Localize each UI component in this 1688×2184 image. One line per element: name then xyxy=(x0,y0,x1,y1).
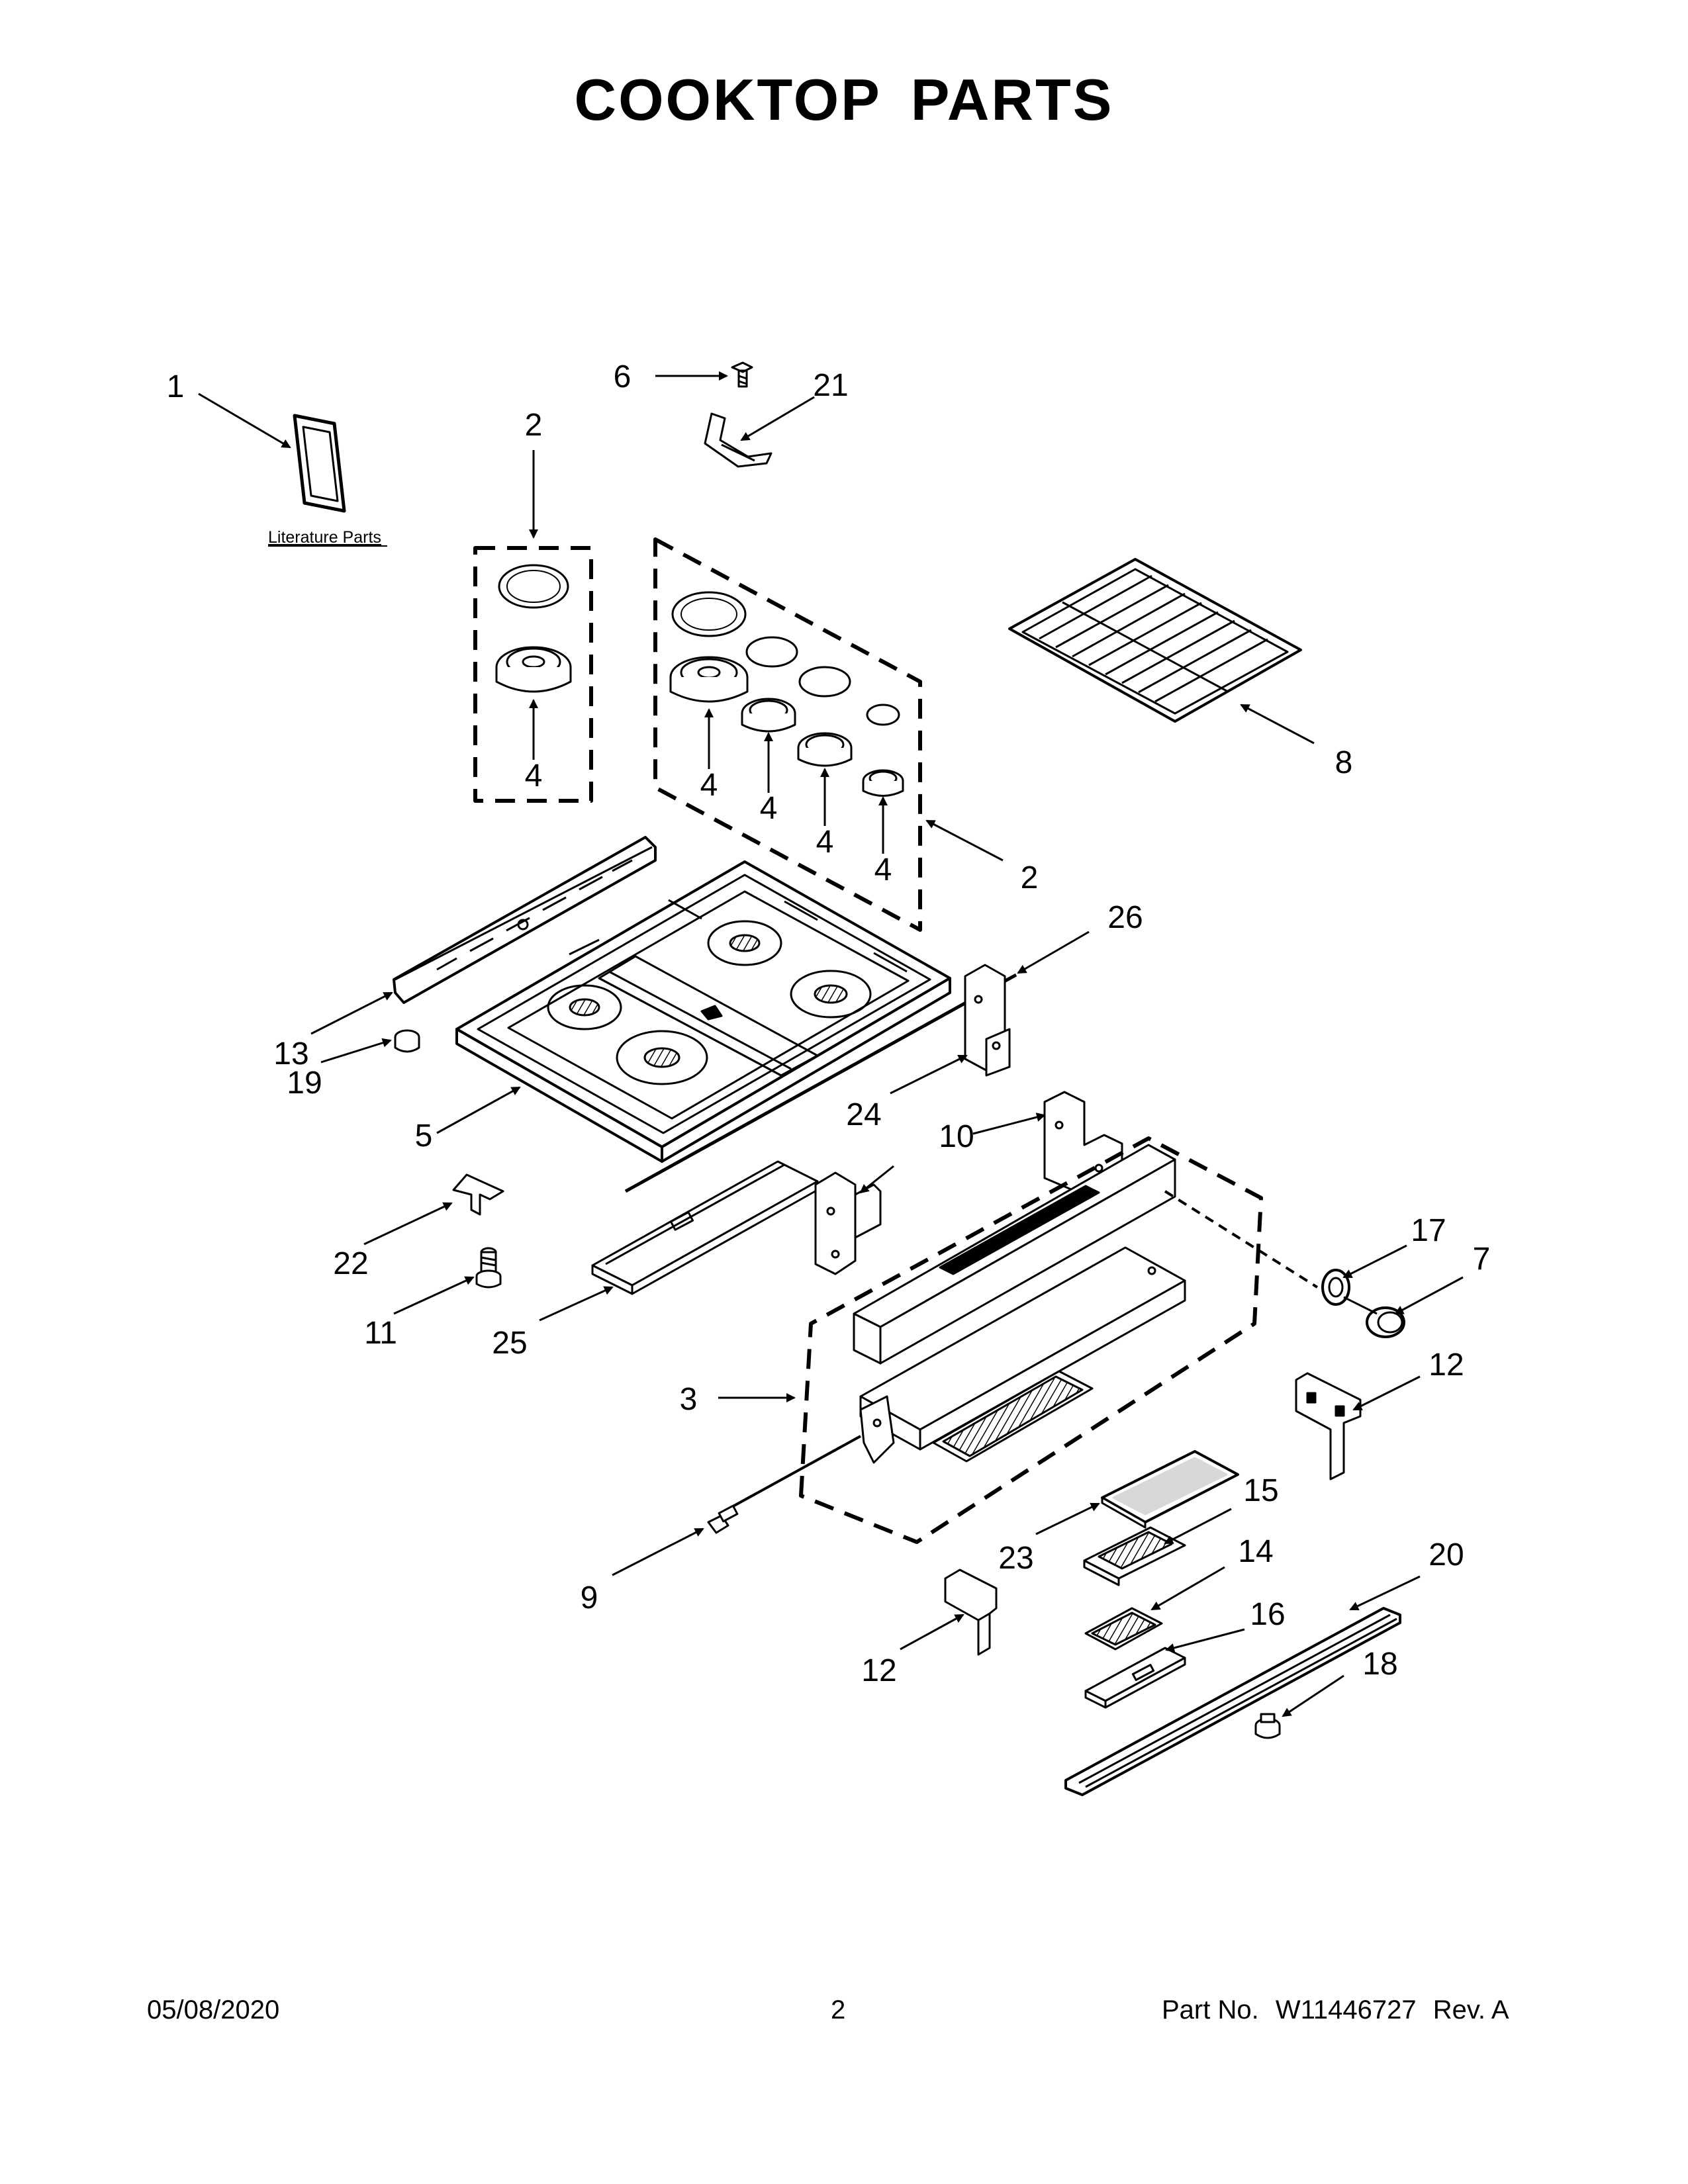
callout-13: 13 xyxy=(273,1036,308,1071)
leader-arrow xyxy=(1165,1628,1245,1653)
lens-part xyxy=(1101,1450,1239,1529)
callout-14: 14 xyxy=(1238,1534,1273,1569)
rail-part xyxy=(393,836,657,1004)
leader-arrow xyxy=(1342,1244,1407,1279)
callout-19: 19 xyxy=(287,1066,322,1101)
callout-10-a: 10 xyxy=(939,1119,974,1154)
leader-arrow xyxy=(740,396,815,441)
tray-part xyxy=(591,1160,819,1295)
end-cap-part-12-lower xyxy=(944,1569,998,1656)
callout-20: 20 xyxy=(1429,1537,1464,1572)
callout-12-lower: 12 xyxy=(861,1653,896,1688)
literature-parts-label: Literature Parts xyxy=(268,528,381,547)
footer-date: 05/08/2020 xyxy=(147,1995,280,2025)
leader-arrow xyxy=(198,392,291,449)
callout-11: 11 xyxy=(364,1316,397,1351)
leader-arrow xyxy=(859,1165,894,1194)
leader-arrow xyxy=(393,1276,475,1315)
leader-arrow xyxy=(900,1614,964,1651)
footer-part-number: Part No. W11446727 Rev. A xyxy=(1162,1995,1519,2025)
callout-2-multi: 2 xyxy=(1021,860,1039,895)
callout-4-d: 4 xyxy=(874,852,892,887)
screw-part xyxy=(731,361,753,388)
callout-8: 8 xyxy=(1335,745,1353,780)
callout-6: 6 xyxy=(614,359,632,394)
callout-4-c: 4 xyxy=(816,825,834,860)
leader-arrow xyxy=(1240,704,1315,745)
callout-4-single: 4 xyxy=(525,758,543,794)
leader-arrow xyxy=(1035,1502,1100,1535)
bracket-part-21 xyxy=(704,412,773,468)
callout-17: 17 xyxy=(1411,1213,1446,1248)
callout-2-single: 2 xyxy=(525,408,543,443)
control-panel-assembly xyxy=(727,1136,1319,1544)
screw-part-9 xyxy=(707,1504,739,1534)
knob-part xyxy=(1343,1296,1405,1338)
knob-bezel-part xyxy=(1321,1269,1350,1306)
callout-25: 25 xyxy=(492,1326,527,1361)
trim-rail-part xyxy=(1064,1607,1401,1796)
footer-page-number: 2 xyxy=(831,1995,846,2025)
page-title: COOKTOP PARTS xyxy=(574,67,1114,132)
leader-arrow xyxy=(1394,1276,1464,1315)
leader-arrow xyxy=(1150,1566,1225,1611)
callout-4-b: 4 xyxy=(760,791,778,826)
multi-burner-group xyxy=(653,537,922,932)
callout-22: 22 xyxy=(333,1246,368,1281)
single-burner-group xyxy=(473,546,593,803)
leveling-leg-part xyxy=(475,1247,502,1289)
bracket-part-24 xyxy=(964,964,1011,1077)
cooktop-main-top xyxy=(455,860,951,1163)
display-board-part xyxy=(1083,1526,1186,1586)
callout-12-right: 12 xyxy=(1429,1347,1464,1383)
callout-16: 16 xyxy=(1250,1597,1285,1632)
callout-18: 18 xyxy=(1362,1647,1397,1682)
grate-part xyxy=(1008,558,1302,723)
circuit-board-part xyxy=(1084,1607,1163,1651)
bracket-part-10-lower xyxy=(814,1171,882,1275)
callout-1: 1 xyxy=(167,369,185,404)
part-number-label: Part No. xyxy=(1162,1995,1259,2025)
clip-part xyxy=(1254,1713,1281,1739)
leader-arrow xyxy=(972,1113,1046,1135)
leader-arrow xyxy=(612,1527,704,1576)
bracket-part-22 xyxy=(452,1173,504,1216)
leader-arrow xyxy=(1017,931,1090,974)
callout-7: 7 xyxy=(1473,1242,1491,1277)
literature-booklet xyxy=(293,414,346,513)
leader-arrow xyxy=(1282,1674,1344,1717)
leader-arrow xyxy=(890,1054,968,1095)
callout-3: 3 xyxy=(680,1382,698,1417)
leader-arrow xyxy=(1349,1575,1421,1611)
leader-arrow xyxy=(925,819,1004,862)
bracket-plate-part xyxy=(1084,1647,1186,1709)
callout-24: 24 xyxy=(846,1097,881,1132)
strip-part xyxy=(624,973,1017,1193)
leader-arrow xyxy=(436,1086,521,1134)
callout-23: 23 xyxy=(998,1541,1033,1576)
revision: Rev. A xyxy=(1432,1995,1509,2025)
callout-9: 9 xyxy=(581,1580,598,1615)
leader-arrow xyxy=(1164,1508,1232,1545)
leader-arrow xyxy=(320,1038,392,1064)
callout-5: 5 xyxy=(415,1118,433,1154)
leader-arrow xyxy=(539,1286,614,1322)
bumper-part xyxy=(394,1029,420,1053)
leader-arrow xyxy=(310,991,393,1035)
end-cap-part-12-right xyxy=(1295,1372,1362,1480)
leader-arrow xyxy=(1352,1375,1421,1411)
callout-21: 21 xyxy=(813,368,848,403)
callout-26: 26 xyxy=(1107,900,1143,935)
callout-15: 15 xyxy=(1243,1473,1278,1508)
part-number-value: W11446727 xyxy=(1275,1995,1417,2025)
callout-4-a: 4 xyxy=(700,768,718,803)
leader-arrow xyxy=(363,1202,453,1246)
